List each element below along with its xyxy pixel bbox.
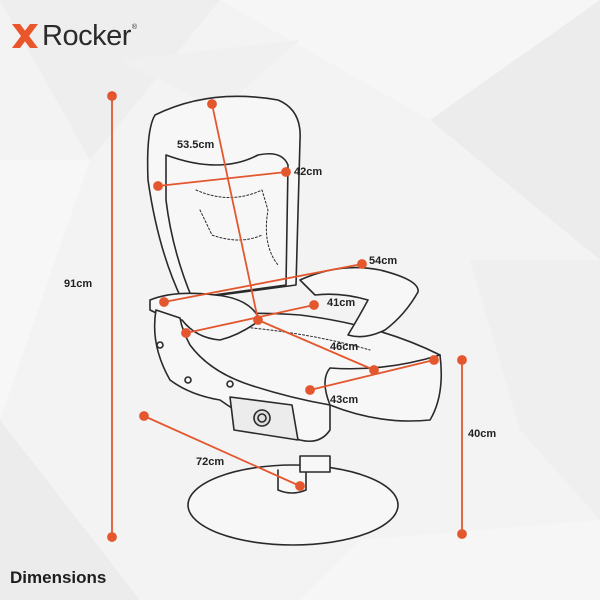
dimension-label-height: 91cm: [64, 278, 92, 290]
chair-base: [187, 464, 399, 546]
dimension-label-arm-width: 54cm: [369, 255, 397, 267]
chair-seat-front: [324, 354, 441, 406]
dimension-label-seat-height: 40cm: [468, 428, 496, 440]
speaker-icon: [253, 409, 271, 427]
chair-back-panel: [165, 152, 289, 299]
dimension-label-base-depth: 72cm: [196, 456, 224, 468]
brand-trademark: ®: [131, 24, 138, 31]
dimension-label-inner-width: 41cm: [327, 297, 355, 309]
chair-stem-collar: [299, 455, 331, 473]
brand-name: Rocker: [42, 19, 131, 52]
chair-seat-stitching: [214, 324, 371, 351]
dimension-label-back-height: 53.5cm: [177, 139, 215, 151]
brand-logo: Rocker ®: [10, 18, 137, 54]
chair-back-shell: [146, 95, 301, 301]
dimension-label-seat-width: 43cm: [330, 394, 358, 406]
dimension-label-back-width: 42cm: [294, 166, 322, 178]
dimension-label-seat-depth: 46cm: [330, 341, 358, 353]
side-bolt: [184, 376, 192, 384]
chair-line-drawing: [146, 95, 443, 546]
dimension-lines: [107, 91, 467, 542]
side-bolt: [156, 341, 164, 349]
chair-back-stitching: [195, 189, 279, 266]
x-logo-icon: [12, 24, 38, 48]
side-bolt: [226, 380, 234, 388]
chair-right-arm: [299, 266, 419, 338]
page-title: Dimensions: [10, 568, 107, 587]
